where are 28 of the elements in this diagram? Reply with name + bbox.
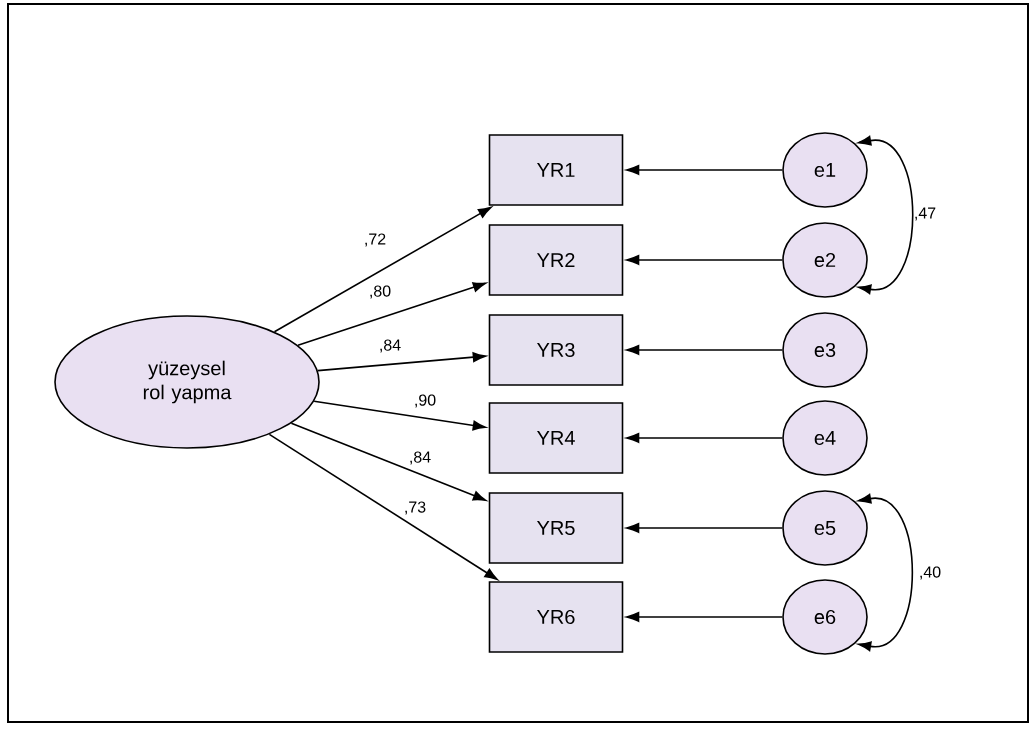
- observed-box: YR4: [488, 402, 624, 474]
- covariance-arrow: [858, 493, 914, 652]
- arrow: [290, 422, 487, 501]
- observed-box: YR5: [488, 492, 624, 564]
- covariance-arrow: [858, 135, 914, 295]
- edge-label: ,73: [405, 501, 426, 515]
- observed-box: YR1: [488, 134, 624, 206]
- arrow: [626, 255, 783, 265]
- arrow: [268, 433, 498, 581]
- arrow: [626, 612, 783, 622]
- arrow: [626, 165, 783, 175]
- arrow: [273, 206, 492, 333]
- arrow: [626, 523, 783, 533]
- edge-label: ,80: [370, 285, 391, 299]
- arrow: [626, 433, 783, 443]
- arrow: [626, 345, 783, 355]
- edge-label: ,90: [415, 394, 436, 408]
- edge-label: ,84: [380, 339, 401, 353]
- edge-label: ,84: [410, 451, 431, 465]
- observed-box: YR2: [488, 224, 624, 296]
- observed-box: YR6: [488, 581, 624, 653]
- edge-label: ,47: [915, 207, 936, 221]
- arrow: [317, 352, 486, 372]
- arrow: [297, 282, 487, 347]
- edge-label: ,40: [920, 566, 941, 580]
- observed-box: YR3: [488, 314, 624, 386]
- edge-label: ,72: [365, 233, 386, 247]
- arrow: [313, 400, 486, 431]
